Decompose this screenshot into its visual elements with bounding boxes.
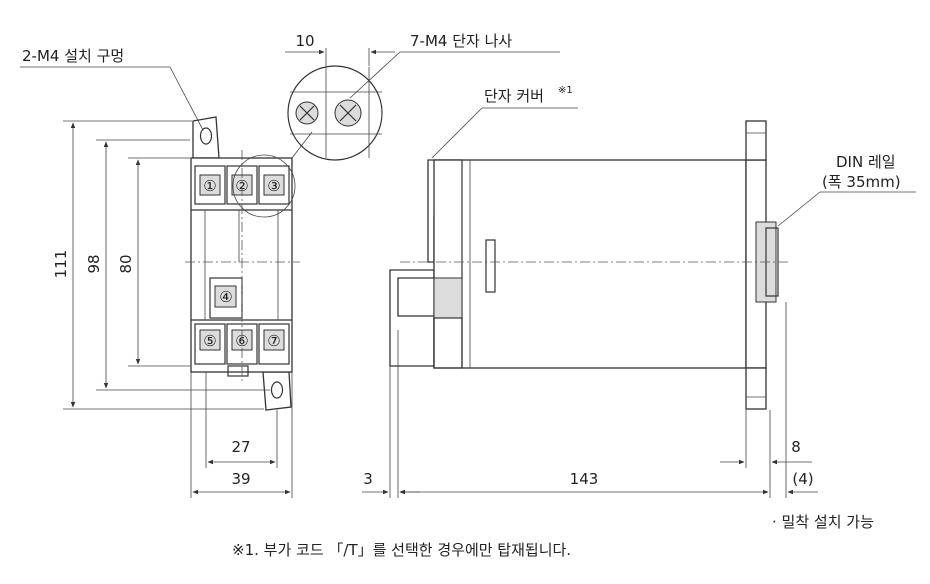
side-body bbox=[433, 159, 747, 369]
terminal-cover-label: 단자 커버 bbox=[484, 87, 544, 105]
width-inner-value: 27 bbox=[231, 438, 250, 456]
mounting-holes-callout: 2-M4 설치 구멍 bbox=[20, 47, 204, 131]
detail-circle bbox=[232, 154, 296, 218]
depth-value: 143 bbox=[570, 470, 599, 488]
side-bottom-tab bbox=[745, 367, 767, 410]
pitch-dim-value: 10 bbox=[295, 32, 314, 50]
height-mount-value: 80 bbox=[117, 254, 135, 273]
vertical-dimensions: 111 98 80 bbox=[52, 120, 270, 410]
side-by-side-note: · 밀착 설치 가능 bbox=[772, 513, 874, 531]
terminal-cover-mark: ※1 bbox=[558, 85, 573, 96]
terminal-1-label: ① bbox=[203, 177, 216, 195]
width-outer-value: 39 bbox=[231, 470, 250, 488]
terminal-screws-label: 7-M4 단자 나사 bbox=[410, 32, 512, 50]
side-top-tab bbox=[745, 120, 767, 161]
din-rail-callout: DIN 레일 (폭 35mm) bbox=[777, 153, 916, 227]
terminal-5-label: ⑤ bbox=[203, 332, 216, 350]
offset-left-value: 3 bbox=[363, 470, 373, 488]
terminal-7-label: ⑦ bbox=[267, 332, 280, 350]
rail-protrusion-value: (4) bbox=[792, 470, 813, 488]
height-total-value: 111 bbox=[52, 250, 70, 279]
side-view bbox=[389, 120, 790, 410]
din-rail-label: DIN 레일 bbox=[836, 153, 896, 171]
terminal-6-label: ⑥ bbox=[235, 332, 248, 350]
top-mounting-tab bbox=[192, 116, 220, 159]
terminal-3-label: ③ bbox=[267, 177, 280, 195]
terminal-detail-view bbox=[287, 65, 383, 161]
bottom-mounting-tab bbox=[262, 371, 292, 411]
terminal-cover-callout: 단자 커버 ※1 bbox=[431, 85, 578, 159]
pitch-dimension: 10 bbox=[285, 32, 395, 66]
terminal-4-label: ④ bbox=[219, 288, 232, 306]
height-body-value: 98 bbox=[85, 254, 103, 273]
top-mounting-hole bbox=[199, 127, 213, 145]
rail-offset-value: 8 bbox=[791, 438, 801, 456]
footnote: ※1. 부가 코드 「/T」를 선택한 경우에만 탑재됩니다. bbox=[232, 541, 571, 559]
width-dimensions: 27 39 bbox=[190, 372, 293, 498]
terminal-screws-callout: 7-M4 단자 나사 bbox=[349, 32, 560, 99]
mounting-holes-label: 2-M4 설치 구멍 bbox=[22, 47, 124, 65]
front-view: ① ② ③ ④ ⑤ ⑥ ⑦ bbox=[185, 116, 313, 411]
depth-dimensions: 3 143 8 (4) bbox=[362, 302, 818, 498]
din-rail-width-label: (폭 35mm) bbox=[822, 173, 901, 191]
bottom-mounting-hole bbox=[270, 381, 284, 399]
